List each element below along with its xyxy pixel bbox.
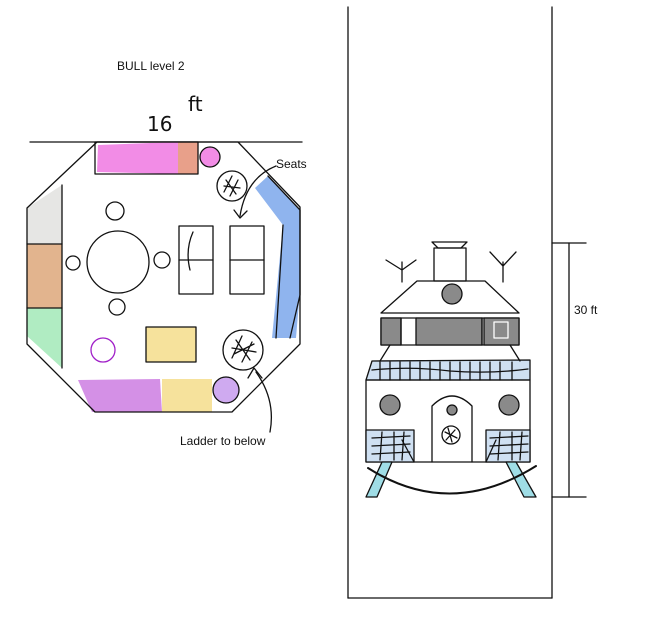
stool-right (153, 251, 171, 269)
central-round-table (86, 230, 150, 294)
bench-pink-outline (94, 141, 199, 175)
seats-arrow (239, 165, 277, 217)
elevation-view (347, 6, 587, 599)
round-stool-pink (199, 146, 221, 168)
antenna-left (385, 259, 417, 283)
seats-arrowhead (233, 209, 248, 219)
ladder-hatch-bottom-rungs (231, 335, 257, 363)
main-body (365, 379, 531, 463)
lower-panel-right-grid (489, 431, 529, 461)
ladder-hatch-top (216, 170, 248, 202)
antenna-right (489, 251, 517, 283)
floor-plan-title: BULL level 2 (117, 59, 185, 73)
entry-door (431, 395, 473, 463)
porthole-left (379, 394, 401, 416)
porthole-right (498, 394, 520, 416)
ladder-arrowhead (247, 367, 263, 379)
stool-top (105, 201, 125, 221)
base-curve (367, 465, 537, 495)
seats-label: Seats (276, 157, 307, 171)
cabinet-tan (27, 244, 62, 308)
seat-scribble (187, 231, 194, 271)
door-window (446, 404, 458, 416)
floor-plan (26, 141, 303, 433)
octagon-wall (26, 141, 301, 413)
stool-left (65, 255, 81, 271)
leg-right (505, 461, 537, 498)
railing-support-left (379, 344, 391, 362)
door-hatch-marks (444, 427, 458, 443)
railing-support-right (509, 344, 521, 362)
chimney-top (431, 241, 468, 249)
dimension-number: 16 (147, 112, 173, 136)
dimension-unit: ft (188, 92, 203, 116)
bench-purple (78, 379, 162, 412)
ladder-hatch-bottom (222, 329, 264, 371)
stool-purple-outline (90, 337, 116, 363)
roof (380, 280, 520, 314)
upper-window-center (415, 317, 483, 346)
chimney (433, 247, 467, 282)
cabinet-salmon (178, 142, 198, 174)
panel-grey (27, 185, 62, 244)
lower-panel-left-grid (371, 431, 411, 461)
stool-bottom (108, 298, 126, 316)
body-struts (401, 439, 497, 463)
height-label: 30 ft (574, 303, 598, 317)
leg-left (365, 461, 393, 498)
table-yellow (145, 326, 197, 363)
bench-pink (97, 142, 180, 174)
ladder-arrow (255, 371, 273, 433)
bench-yellow (162, 379, 212, 412)
door-hatch (441, 425, 461, 445)
bench-blue (255, 176, 300, 338)
ladder-hatch-top-rungs (223, 175, 241, 197)
railing-rail (371, 367, 529, 373)
bench-blue-inner (275, 224, 284, 339)
ladder-label: Ladder to below (180, 434, 266, 448)
upper-window-inner (493, 321, 509, 339)
upper-window-left (380, 317, 402, 346)
roof-window (441, 283, 463, 305)
bench-blue-edge (267, 175, 301, 339)
cabinet-green (27, 308, 62, 368)
round-stool-lavender (212, 376, 240, 404)
